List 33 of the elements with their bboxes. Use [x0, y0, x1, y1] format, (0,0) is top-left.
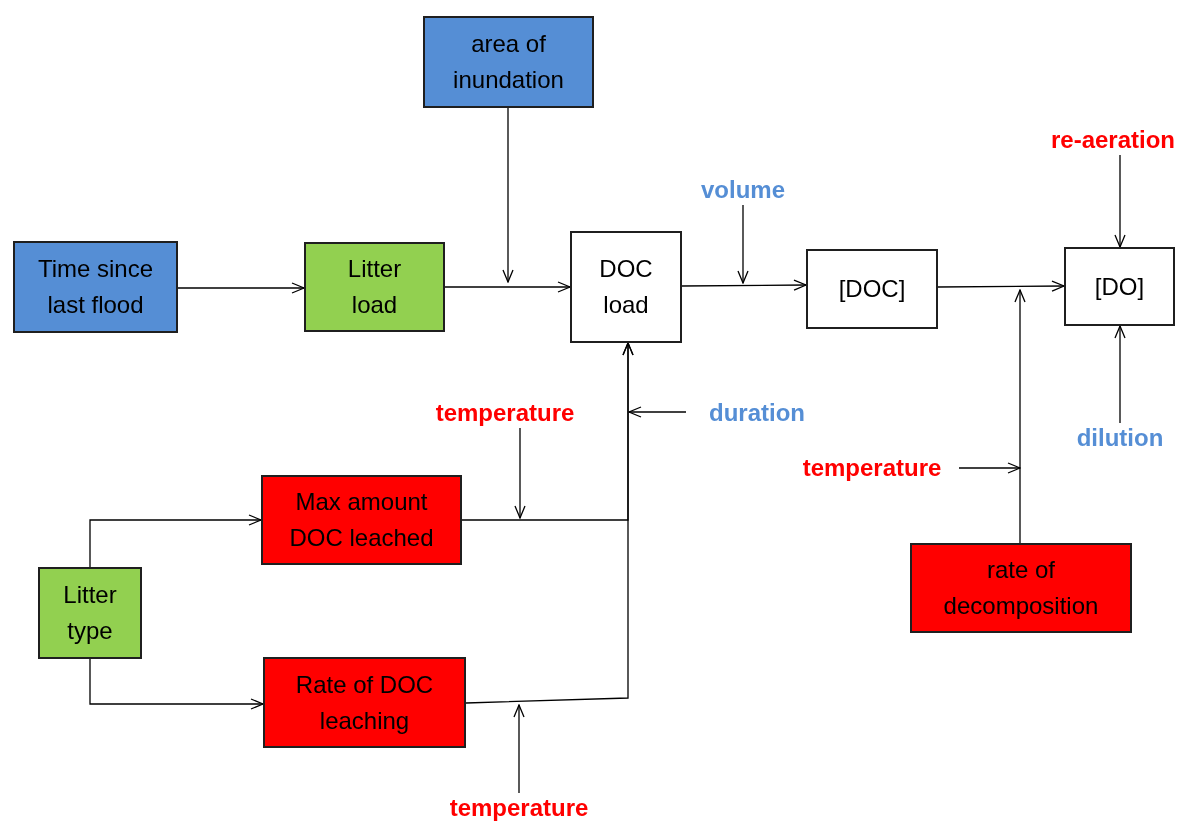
process-box: rate of decomposition	[910, 543, 1132, 633]
factor-label: duration	[698, 398, 816, 428]
process-box: Litter type	[38, 567, 142, 659]
process-box: Rate of DOC leaching	[263, 657, 466, 748]
process-box: Litter load	[304, 242, 445, 332]
process-box: area of inundation	[423, 16, 594, 108]
process-box: DOC load	[570, 231, 682, 343]
arrow	[937, 280, 1065, 292]
arrow	[444, 281, 571, 293]
arrow	[958, 462, 1021, 474]
process-box: Max amount DOC leached	[261, 475, 462, 565]
arrow	[1014, 289, 1026, 544]
arrow	[1114, 325, 1126, 424]
arrow	[1114, 154, 1126, 248]
arrow	[628, 406, 687, 418]
arrow	[177, 282, 305, 294]
arrow	[681, 279, 807, 291]
arrow	[465, 342, 634, 704]
arrow	[513, 704, 525, 794]
factor-label: re-aeration	[1036, 125, 1190, 155]
process-box: [DO]	[1064, 247, 1175, 326]
arrow	[89, 514, 262, 568]
process-box: [DOC]	[806, 249, 938, 329]
arrow	[502, 107, 514, 283]
factor-label: temperature	[432, 793, 606, 823]
factor-label: volume	[693, 175, 793, 205]
factor-label: temperature	[785, 453, 959, 483]
arrow	[737, 204, 749, 284]
arrow	[89, 658, 264, 710]
factor-label: dilution	[1065, 423, 1175, 453]
arrow	[514, 427, 526, 519]
factor-label: temperature	[421, 398, 589, 428]
process-box: Time since last flood	[13, 241, 178, 333]
